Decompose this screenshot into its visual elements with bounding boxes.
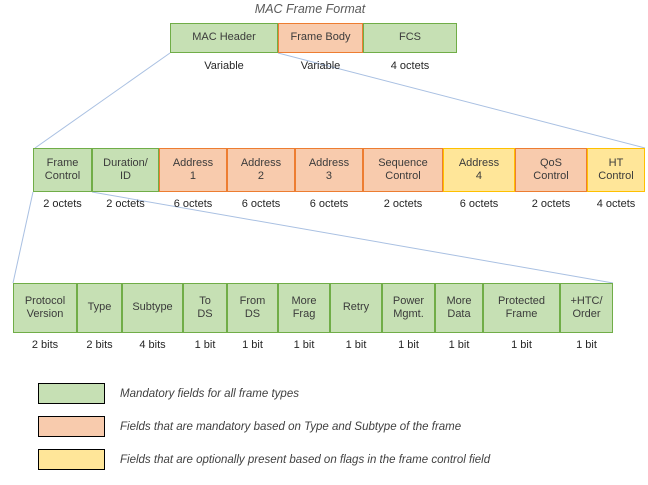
size-label-htc-order: 1 bit <box>576 339 597 351</box>
size-label-subtype: 4 bits <box>139 339 166 351</box>
size-label-qos-control: 2 octets <box>531 198 571 210</box>
diagram-title: MAC Frame Format <box>254 2 366 16</box>
size-label-protected-frame: 1 bit <box>511 339 532 351</box>
frame-control-size-labels: 2 bits 2 bits 4 bits 1 bit 1 bit 1 bit 1… <box>13 339 613 351</box>
field-frame-control: Frame Control <box>33 148 92 192</box>
field-subtype: Subtype <box>122 283 183 333</box>
field-address-2: Address 2 <box>227 148 295 192</box>
field-type: Type <box>77 283 122 333</box>
field-qos-control: QoS Control <box>515 148 587 192</box>
field-ht-control: HT Control <box>587 148 645 192</box>
size-label-mac-header: Variable <box>204 60 244 72</box>
size-label-address-2: 6 octets <box>241 198 281 210</box>
field-address-4: Address 4 <box>443 148 515 192</box>
field-sequence-control: Sequence Control <box>363 148 443 192</box>
size-label-address-4: 6 octets <box>459 198 499 210</box>
field-from-ds: From DS <box>227 283 278 333</box>
size-label-frame-control: 2 octets <box>43 198 82 210</box>
size-label-fcs: 4 octets <box>390 60 430 72</box>
connector-framecontrol-left <box>12 191 34 284</box>
field-address-1: Address 1 <box>159 148 227 192</box>
legend-item-mandatory: Mandatory fields for all frame types <box>38 383 299 404</box>
mac-header-row: Frame Control Duration/ ID Address 1 Add… <box>33 148 645 192</box>
legend-swatch-green <box>38 383 105 404</box>
size-label-from-ds: 1 bit <box>242 339 263 351</box>
field-more-frag: More Frag <box>278 283 330 333</box>
field-address-3: Address 3 <box>295 148 363 192</box>
legend-item-conditional: Fields that are mandatory based on Type … <box>38 416 461 437</box>
field-htc-order: +HTC/ Order <box>560 283 613 333</box>
size-label-more-frag: 1 bit <box>293 339 315 351</box>
size-label-sequence-control: 2 octets <box>383 198 423 210</box>
legend-item-optional: Fields that are optionally present based… <box>38 449 490 470</box>
legend-label-optional: Fields that are optionally present based… <box>120 453 491 466</box>
field-power-mgmt: Power Mgmt. <box>382 283 435 333</box>
field-mac-header: MAC Header <box>170 23 278 53</box>
field-more-data: More Data <box>435 283 483 333</box>
frame-control-row: Protocol Version Type Subtype To DS From… <box>13 283 613 333</box>
size-label-retry: 1 bit <box>345 339 367 351</box>
mac-header-size-labels: 2 octets 2 octets 6 octets 6 octets 6 oc… <box>33 198 645 210</box>
field-to-ds: To DS <box>183 283 227 333</box>
size-label-type: 2 bits <box>86 339 113 351</box>
size-label-more-data: 1 bit <box>448 339 470 351</box>
legend-swatch-orange <box>38 416 105 437</box>
connector-framecontrol-right <box>91 191 614 284</box>
legend-swatch-yellow <box>38 449 105 470</box>
field-fcs: FCS <box>363 23 457 53</box>
size-label-address-3: 6 octets <box>309 198 349 210</box>
size-label-frame-body: Variable <box>300 60 341 72</box>
field-protocol-version: Protocol Version <box>13 283 77 333</box>
field-duration-id: Duration/ ID <box>92 148 159 192</box>
legend-label-conditional: Fields that are mandatory based on Type … <box>120 420 462 433</box>
field-retry: Retry <box>330 283 382 333</box>
connector-header-right <box>277 52 646 149</box>
size-label-protocol-version: 2 bits <box>31 339 59 351</box>
size-label-ht-control: 4 octets <box>596 198 636 210</box>
mac-frame-row: MAC Header Frame Body FCS <box>170 23 457 53</box>
connector-header-left <box>34 52 171 149</box>
field-frame-body: Frame Body <box>278 23 363 53</box>
size-label-power-mgmt: 1 bit <box>398 339 419 351</box>
size-label-address-1: 6 octets <box>173 198 213 210</box>
mac-frame-size-labels: Variable Variable 4 octets <box>170 60 457 72</box>
field-protected-frame: Protected Frame <box>483 283 560 333</box>
size-label-to-ds: 1 bit <box>194 339 216 351</box>
size-label-duration-id: 2 octets <box>106 198 145 210</box>
legend-label-mandatory: Mandatory fields for all frame types <box>120 387 299 400</box>
